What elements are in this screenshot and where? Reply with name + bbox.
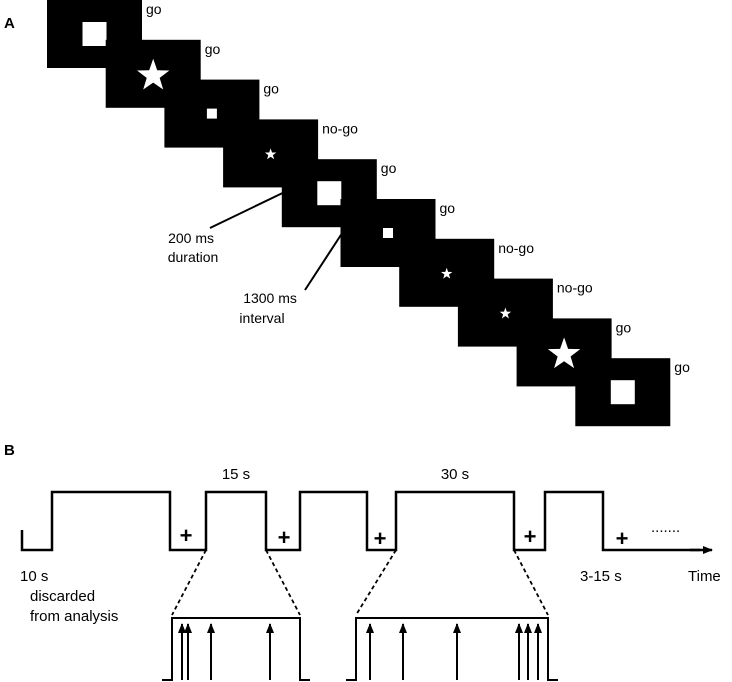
- zoom-line-2-left: [355, 549, 397, 616]
- interval-label-line-2: interval: [239, 310, 284, 326]
- fixation-cross-1: +: [180, 523, 193, 548]
- continuation-ellipsis: .......: [651, 519, 680, 536]
- small-square-stimulus: [383, 228, 393, 238]
- interval-label-line-1: 1300 ms: [243, 290, 297, 306]
- large-star-stimulus: [137, 58, 170, 90]
- rest-duration-label: 3-15 s: [580, 568, 622, 585]
- discard-label-line-2: discarded: [30, 588, 95, 605]
- discard-label: 10 s discarded from analysis: [20, 568, 118, 625]
- duration-pointer-line: [209, 187, 294, 229]
- small-star-stimulus: [499, 307, 512, 319]
- go-label: go: [205, 41, 221, 57]
- fixation-cross-2: +: [278, 525, 291, 550]
- trial-sequence: go go go no-go go go no-go no-go go go: [47, 0, 690, 427]
- zoomed-block-2-events: [366, 623, 542, 680]
- zoomed-block-1-events: [178, 623, 274, 680]
- fixation-cross-3: +: [374, 526, 387, 551]
- go-label: go: [440, 200, 456, 216]
- large-star-stimulus: [547, 337, 581, 369]
- zoomed-block-1-outline: [162, 617, 310, 681]
- discard-label-line-1: 10 s: [20, 568, 48, 585]
- go-label: go: [263, 81, 279, 97]
- large-square-stimulus: [317, 181, 342, 206]
- no-go-label: no-go: [498, 240, 534, 256]
- no-go-label: no-go: [557, 280, 593, 296]
- duration-label: 200 ms duration: [168, 230, 219, 265]
- block-duration-30s: 30 s: [441, 466, 469, 483]
- go-label: go: [674, 359, 690, 375]
- small-square-stimulus: [206, 108, 217, 119]
- duration-label-line-1: 200 ms: [168, 230, 214, 246]
- duration-label-line-2: duration: [168, 249, 219, 265]
- panel-a-label: A: [4, 15, 15, 32]
- go-label: go: [146, 1, 162, 17]
- no-go-label: no-go: [322, 120, 358, 136]
- block-design-waveform: [20, 490, 700, 552]
- go-label: go: [381, 160, 397, 176]
- time-axis-label: Time: [688, 568, 721, 585]
- go-label: go: [616, 319, 632, 335]
- zoom-line-1-right: [265, 549, 301, 616]
- discard-label-line-3: from analysis: [30, 608, 118, 625]
- fixation-cross-4: +: [524, 524, 537, 549]
- interval-pointer-line: [304, 217, 353, 291]
- small-star-stimulus: [264, 148, 277, 160]
- fixation-cross-5: +: [616, 526, 629, 551]
- zoomed-block-2-outline: [346, 617, 558, 681]
- large-square-stimulus: [82, 22, 107, 46]
- small-star-stimulus: [440, 267, 453, 279]
- large-square-stimulus: [610, 380, 635, 405]
- panel-b-label: B: [4, 442, 15, 459]
- interval-label: 1300 ms interval: [239, 290, 300, 326]
- block-duration-15s: 15 s: [222, 466, 250, 483]
- zoom-line-2-right: [513, 549, 549, 616]
- zoom-line-1-left: [171, 549, 207, 616]
